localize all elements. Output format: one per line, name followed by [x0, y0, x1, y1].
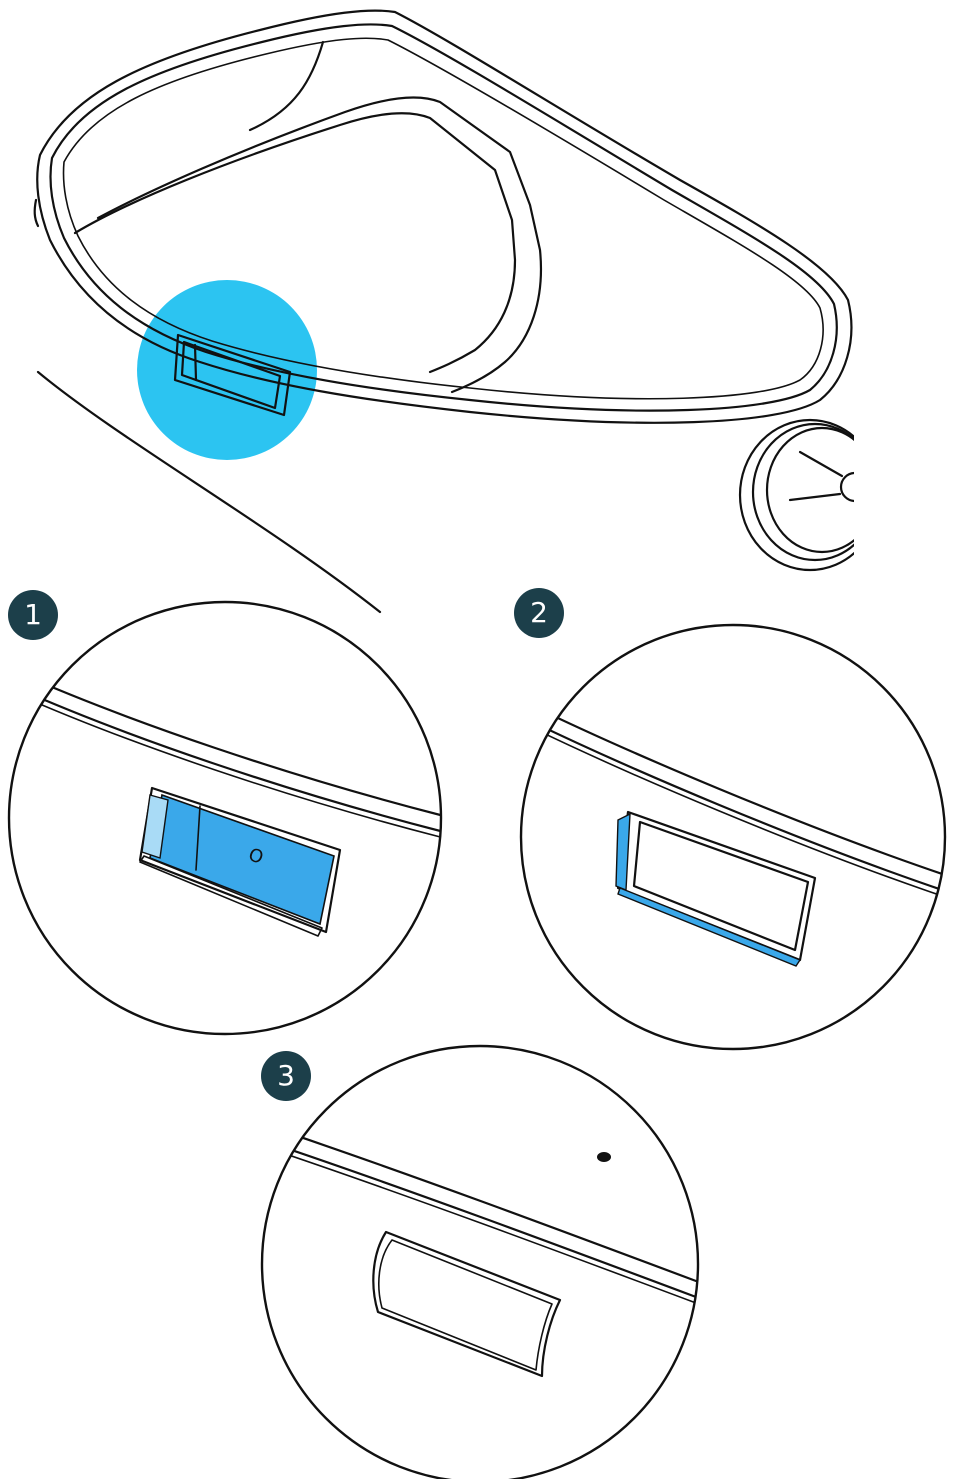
- indicator-dot: [597, 1152, 611, 1162]
- step-badge-2: 2: [514, 588, 564, 638]
- step-badge-1: 1: [8, 590, 58, 640]
- body-curve-left: [35, 200, 38, 226]
- device-overview: [35, 11, 880, 612]
- knob-icon: [740, 420, 880, 570]
- switch-opening-icon: [373, 1232, 560, 1376]
- switch-housing-icon: [616, 812, 815, 966]
- switch-icon: [140, 788, 340, 936]
- detail-1: O: [0, 602, 460, 1034]
- detail-3: [250, 1046, 720, 1479]
- detail-2-circle: [521, 625, 945, 1049]
- detail-3-circle: [262, 1046, 698, 1479]
- step-badge-3: 3: [261, 1051, 311, 1101]
- detail-2: [500, 625, 954, 1049]
